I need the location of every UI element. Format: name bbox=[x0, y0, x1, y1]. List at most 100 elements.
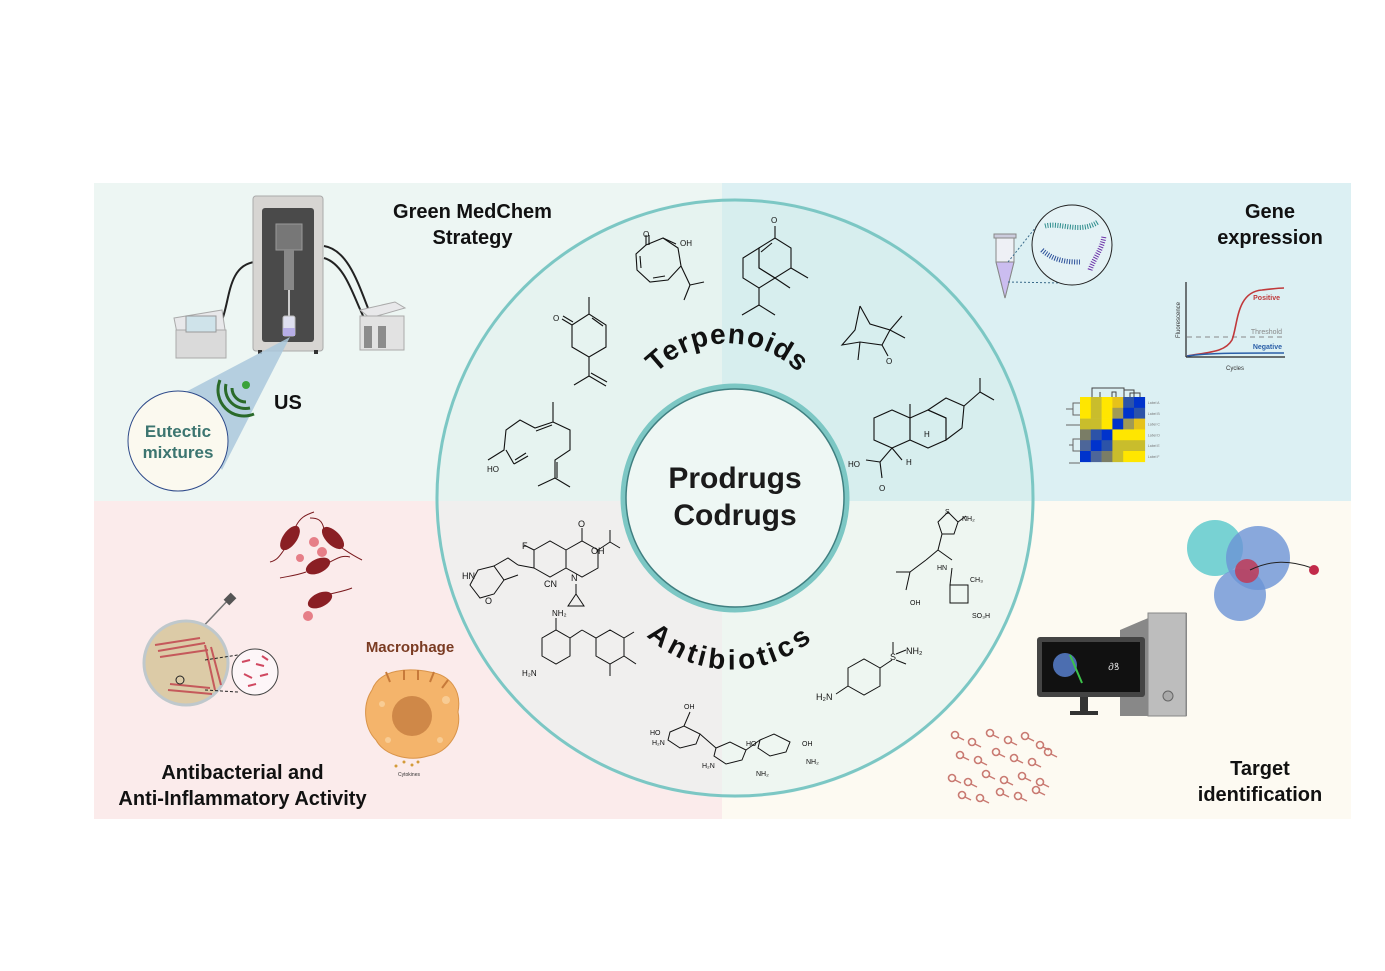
library-compound-bond bbox=[992, 734, 1000, 739]
heatmap-cell bbox=[1112, 440, 1124, 452]
svg-text:∂ꝸ: ∂ꝸ bbox=[1108, 662, 1119, 674]
heatmap-cell bbox=[1112, 418, 1124, 430]
library-compound-bond bbox=[954, 779, 962, 784]
atom-label: HN bbox=[462, 571, 475, 581]
library-compound bbox=[973, 755, 983, 765]
library-compound-bond bbox=[1024, 777, 1032, 782]
inner-circle-border bbox=[625, 388, 845, 608]
heatmap-cell bbox=[1112, 451, 1124, 463]
title-antibacterial: Antibacterial and Anti-Inflammatory Acti… bbox=[95, 760, 390, 812]
library-compound bbox=[1003, 735, 1013, 745]
pcr-tube-icon bbox=[993, 233, 1017, 299]
title-gene-expression-line2: expression bbox=[1217, 227, 1323, 249]
title-target-identification: Target identification bbox=[1190, 756, 1330, 808]
eutectic-bubble bbox=[127, 390, 229, 492]
heatmap-cell bbox=[1101, 407, 1113, 419]
atom-label: OH bbox=[684, 704, 695, 711]
heatmap-cell bbox=[1090, 418, 1102, 430]
library-compound-bond bbox=[1050, 753, 1058, 758]
title-green-medchem-line2: Strategy bbox=[432, 227, 513, 249]
title-target-identification-line1: Target bbox=[1230, 758, 1290, 780]
heatmap-cell bbox=[1090, 451, 1102, 463]
bacteria-icon bbox=[269, 511, 363, 621]
heatmap-cell bbox=[1134, 418, 1146, 430]
atom-label: S bbox=[945, 509, 950, 516]
heatmap-row-label: Label F bbox=[1148, 455, 1160, 459]
petri-dish-icon bbox=[142, 592, 279, 707]
atom-label: O bbox=[578, 519, 585, 529]
title-green-medchem-line1: Green MedChem bbox=[393, 201, 552, 223]
heatmap-row-dendrogram bbox=[1066, 402, 1080, 464]
heatmap-row-label: Label E bbox=[1148, 444, 1161, 448]
atom-label: O bbox=[485, 596, 492, 606]
library-compound bbox=[1017, 771, 1027, 781]
atom-label: H₂N bbox=[702, 763, 715, 770]
library-compound-bond bbox=[982, 799, 990, 804]
atom-label: H₂N bbox=[652, 740, 665, 747]
outer-ring-border bbox=[435, 198, 1035, 798]
atom-label: OH bbox=[591, 546, 605, 556]
library-compound bbox=[950, 730, 960, 740]
atom-label: OH bbox=[680, 239, 692, 248]
heatmap-cell bbox=[1090, 407, 1102, 419]
library-compound-bond bbox=[1042, 783, 1050, 788]
ultrasound-label: US bbox=[274, 392, 302, 414]
center-label-codrugs: Codrugs bbox=[673, 499, 797, 532]
title-antibacterial-line2: Anti-Inflammatory Activity bbox=[118, 788, 367, 810]
atom-label: OH bbox=[910, 600, 921, 607]
atom-label: HO bbox=[487, 465, 499, 474]
heatmap-cell bbox=[1123, 397, 1135, 409]
library-compound bbox=[955, 750, 965, 760]
library-compound-bond bbox=[964, 796, 972, 801]
center-label: Prodrugs Codrugs bbox=[620, 460, 850, 534]
eutectic-label-line2: mixtures bbox=[143, 443, 214, 462]
ultrasound-wave-icon bbox=[216, 379, 255, 418]
title-antibacterial-line1: Antibacterial and bbox=[161, 762, 324, 784]
heatmap-cell bbox=[1123, 418, 1135, 430]
atom-label: O bbox=[553, 314, 559, 323]
atom-label: O bbox=[643, 230, 649, 239]
heatmap-cell bbox=[1101, 397, 1113, 409]
atom-label: O bbox=[771, 216, 777, 225]
heatmap-cell bbox=[1080, 429, 1092, 441]
ultrasonic-reactor-icon bbox=[252, 195, 324, 354]
atom-label: S bbox=[890, 652, 896, 662]
library-compound-bond bbox=[970, 783, 978, 788]
heatmap-cell bbox=[1112, 397, 1124, 409]
compound-library-icon bbox=[947, 728, 1058, 804]
qpcr-threshold-label: Threshold bbox=[1251, 329, 1282, 336]
molecule-carvone bbox=[561, 297, 608, 387]
heatmap-cell bbox=[1101, 440, 1113, 452]
heatmap-cell bbox=[1123, 440, 1135, 452]
qpcr-negative-curve bbox=[1186, 352, 1285, 357]
atom-label: CN bbox=[544, 579, 557, 589]
atom-label: H bbox=[924, 430, 930, 439]
atom-label: NH₂ bbox=[906, 646, 923, 656]
title-green-medchem: Green MedChem Strategy bbox=[370, 199, 575, 251]
qpcr-chart: Positive Threshold Negative Cycles Fluor… bbox=[1176, 282, 1285, 372]
atom-label: HO bbox=[650, 730, 661, 737]
molecule-trimethoprim bbox=[541, 618, 637, 676]
library-compound bbox=[1009, 753, 1019, 763]
qpcr-negative-label: Negative bbox=[1253, 344, 1282, 351]
eutectic-label-line1: Eutectic bbox=[145, 422, 211, 441]
heatmap-cell bbox=[1134, 397, 1146, 409]
molecule-tropolone bbox=[635, 235, 705, 301]
qpcr-positive-curve bbox=[1186, 287, 1285, 357]
cytokines-label: Cytokines bbox=[398, 772, 420, 778]
library-compound-bond bbox=[1034, 763, 1042, 768]
library-compound-bond bbox=[1020, 797, 1028, 802]
computer-icon: ∂ꝸ bbox=[1037, 612, 1187, 717]
library-compound bbox=[963, 777, 973, 787]
chiller-unit-icon bbox=[358, 301, 407, 351]
library-compound bbox=[985, 728, 995, 738]
library-compound-bond bbox=[1027, 737, 1035, 742]
heatmap-cell bbox=[1123, 451, 1135, 463]
library-compound-bond bbox=[957, 736, 965, 741]
heatmap-row-label: Label B bbox=[1148, 412, 1161, 416]
controller-unit-icon bbox=[173, 309, 227, 359]
heatmap-row-label: Label A bbox=[1148, 401, 1160, 405]
library-compound bbox=[1027, 757, 1037, 767]
library-compound bbox=[1031, 785, 1041, 795]
